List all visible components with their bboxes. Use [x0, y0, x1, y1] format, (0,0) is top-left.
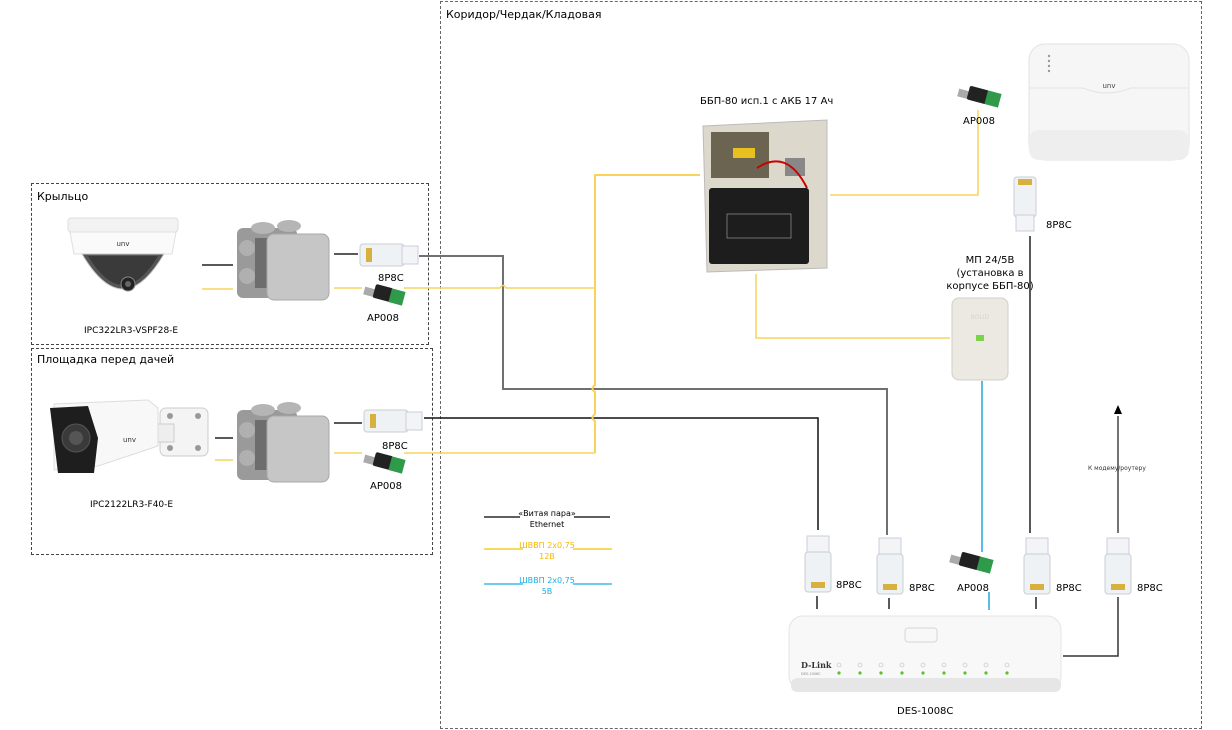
dc-label-nvr: AP008 — [963, 116, 995, 127]
wire-porch-12v — [404, 284, 595, 289]
dome-camera-label: IPC322LR3-VSPF28-E — [84, 326, 179, 336]
zone-main — [440, 1, 1202, 729]
bullet-camera-icon: unv — [50, 399, 209, 473]
legend-12v-line2: 12В — [539, 552, 555, 561]
dc-label-porch: AP008 — [367, 313, 399, 324]
zone-yard-title: Площадка перед дачей — [37, 353, 175, 366]
dc-label-switch: AP008 — [957, 583, 989, 594]
zone-porch-title: Крыльцо — [37, 190, 89, 203]
rj45-connector-nvr-icon — [1013, 176, 1037, 232]
legend-ethernet: «Витая пара» Ethernet — [510, 508, 584, 530]
legend-5v-line2: 5В — [541, 587, 553, 596]
wire-uplink — [1063, 597, 1119, 657]
switch-des1008c-icon: D-Link DES-1008C — [788, 615, 1062, 692]
legend-ethernet-line1: «Витая пара» — [518, 509, 576, 518]
switch-model-small: DES-1008C — [801, 672, 821, 676]
uplink-label: К модему/роутеру — [1088, 465, 1146, 472]
switch-label: DES-1008C — [897, 706, 954, 717]
legend-ethernet-line2: Ethernet — [529, 520, 565, 529]
psu-bbp80-icon — [702, 119, 828, 273]
zone-porch — [31, 183, 429, 345]
bullet-camera-label: IPC2122LR3-F40-E — [90, 500, 174, 510]
rj45-label-switch-4: 8P8C — [1056, 583, 1082, 594]
rj45-label-uplink: 8P8C — [1137, 583, 1163, 594]
dc-label-yard: AP008 — [370, 481, 402, 492]
zone-main-title: Коридор/Чердак/Кладовая — [446, 8, 602, 21]
legend-5v: ШВВП 2х0,75 5В — [510, 575, 584, 597]
wire-psu-to-converter — [755, 274, 950, 339]
dome-camera-icon: unv — [67, 217, 179, 292]
rj45-connector-yard-icon — [363, 409, 423, 433]
converter-label-line3: корпусе ББП-80) — [946, 281, 1034, 292]
junction-box-yard-icon — [237, 402, 330, 483]
rj45-label-switch-1: 8P8C — [836, 580, 862, 591]
wire-12v-bus — [591, 174, 700, 453]
rj45-label-nvr: 8P8C — [1046, 220, 1072, 231]
nvr-icon: unv — [1028, 43, 1190, 161]
converter-mp24-icon: BOLID — [951, 297, 1009, 381]
dc-connector-nvr-icon — [957, 86, 1002, 108]
dc-connector-yard-icon — [363, 452, 406, 474]
legend-5v-line1: ШВВП 2х0,75 — [519, 576, 575, 585]
psu-label: ББП-80 исп.1 с АКБ 17 Ач — [700, 96, 834, 107]
junction-box-porch-icon — [237, 220, 330, 301]
wire-yard-eth-trunk — [424, 417, 819, 530]
bullet-camera-brand: unv — [123, 436, 136, 444]
converter-label-line1: МП 24/5В — [965, 255, 1015, 266]
rj45-label-porch: 8P8C — [378, 273, 404, 284]
dome-camera-brand: unv — [116, 240, 129, 248]
legend-12v-line1: ШВВП 2х0,75 — [519, 541, 575, 550]
switch-brand: D-Link — [801, 660, 832, 670]
uplink-arrow-head-icon — [1114, 405, 1122, 414]
converter-label: МП 24/5В (установка в корпусе ББП-80) — [940, 254, 1040, 293]
nvr-brand: unv — [1102, 82, 1115, 90]
rj45-connector-porch-icon — [359, 243, 419, 267]
dc-connector-porch-icon — [363, 284, 406, 306]
rj45-label-switch-2: 8P8C — [909, 583, 935, 594]
converter-label-line2: (установка в — [956, 268, 1024, 279]
rj45-connector-switch-2-icon — [876, 537, 904, 595]
legend-12v: ШВВП 2х0,75 12В — [510, 540, 584, 562]
wire-porch-eth-trunk — [419, 255, 888, 535]
rj45-connector-switch-4-icon — [1023, 537, 1051, 595]
wire-psu-to-nvr-power — [830, 110, 979, 196]
converter-brand: BOLID — [971, 314, 990, 321]
zone-yard — [31, 348, 433, 555]
dc-connector-switch-icon — [949, 552, 994, 574]
rj45-connector-switch-1-icon — [804, 535, 832, 593]
rj45-label-yard: 8P8C — [382, 441, 408, 452]
rj45-connector-uplink-icon — [1104, 537, 1132, 595]
